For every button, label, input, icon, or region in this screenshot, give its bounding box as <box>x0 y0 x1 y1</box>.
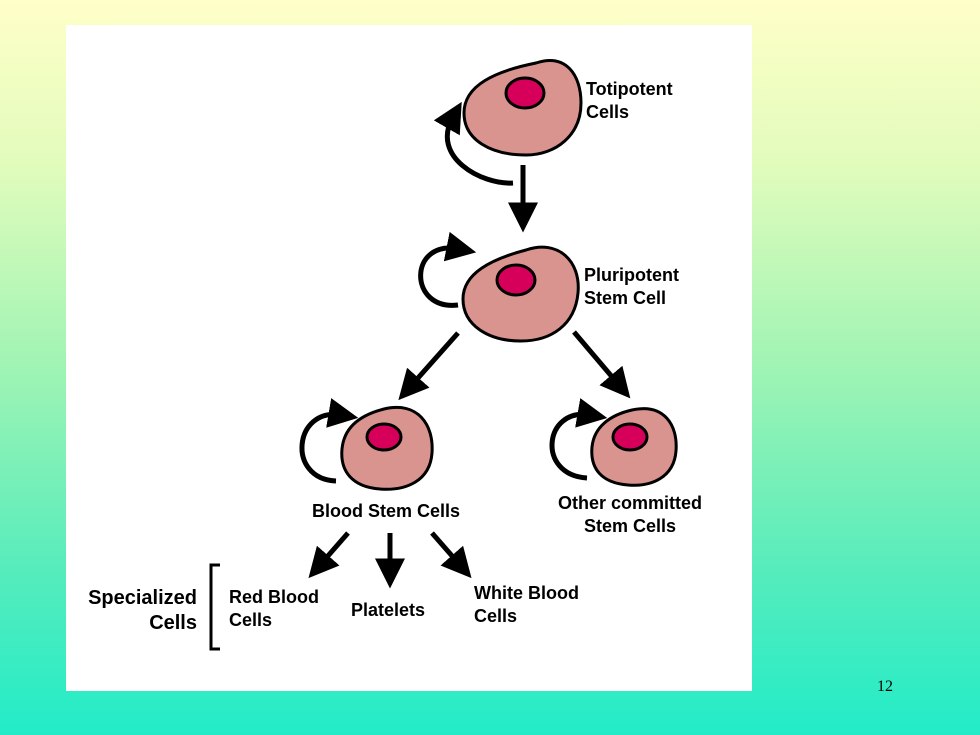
arrow-blood-stem-to-red-blood <box>308 531 350 579</box>
red-blood-cells-label-line1: Red Blood <box>229 587 319 607</box>
blood-stem-label: Blood Stem Cells <box>312 501 460 521</box>
blood-stem-cell <box>340 406 434 491</box>
slide-number: 12 <box>877 678 893 695</box>
specialized-cells-bracket <box>209 563 220 651</box>
diagram-panel: Totipotent Cells Pluripotent Stem Cell B… <box>66 25 752 691</box>
arrow-blood-stem-to-white-blood <box>430 531 472 579</box>
blood-stem-nucleus <box>365 422 403 452</box>
white-blood-cells-label-line1: White Blood <box>474 583 579 603</box>
other-committed-self-renewal-arrow <box>549 398 608 481</box>
specialized-cells-label-line2: Cells <box>149 612 197 634</box>
other-committed-nucleus <box>611 422 649 452</box>
other-committed-cell <box>590 407 678 487</box>
totipotent-self-renewal-arrow <box>433 101 514 186</box>
totipotent-label-line1: Totipotent <box>586 79 673 99</box>
other-committed-label-line2: Stem Cells <box>584 516 676 536</box>
arrow-pluripotent-to-other-committed <box>572 330 631 399</box>
totipotent-nucleus <box>504 76 546 110</box>
blood-stem-self-renewal-arrow <box>299 398 359 484</box>
arrow-pluripotent-to-blood-stem <box>398 331 460 401</box>
pluripotent-self-renewal-arrow <box>418 231 477 308</box>
white-blood-cells-label-line2: Cells <box>474 606 517 626</box>
other-committed-label-line1: Other committed <box>558 493 702 513</box>
red-blood-cells-label-line2: Cells <box>229 610 272 630</box>
totipotent-cell <box>462 59 583 157</box>
pluripotent-cell <box>461 245 580 343</box>
pluripotent-label-line2: Stem Cell <box>584 288 666 308</box>
pluripotent-label-line1: Pluripotent <box>584 265 679 285</box>
totipotent-label-line2: Cells <box>586 102 629 122</box>
pluripotent-nucleus <box>495 263 537 297</box>
stem-cell-hierarchy-diagram: Totipotent Cells Pluripotent Stem Cell B… <box>88 59 702 651</box>
platelets-label: Platelets <box>351 600 425 620</box>
specialized-cells-label-line1: Specialized <box>88 587 197 609</box>
